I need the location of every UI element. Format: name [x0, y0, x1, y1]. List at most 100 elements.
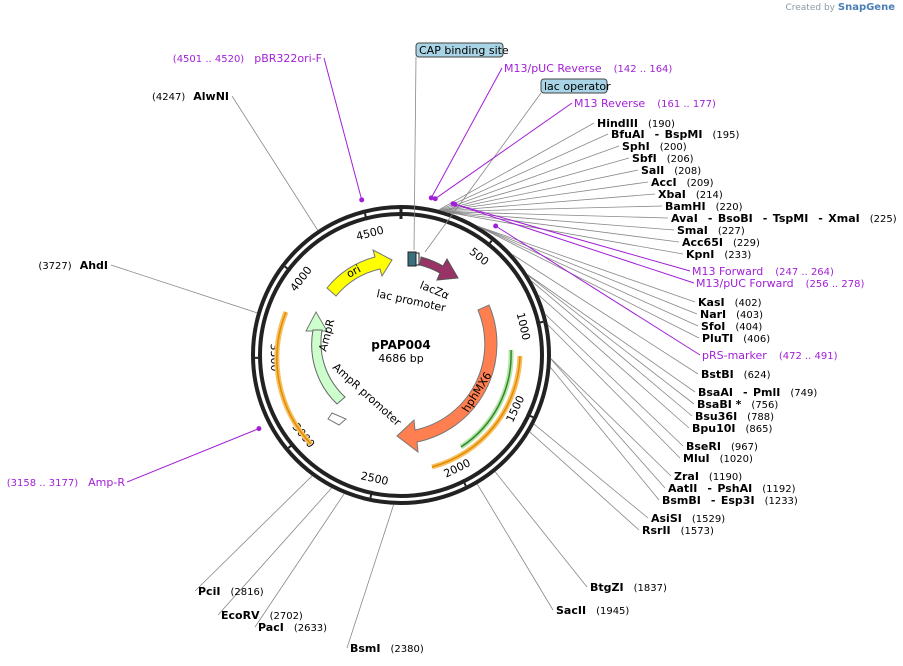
primer-site-marker [432, 196, 438, 202]
enzyme-position: (865) [746, 424, 773, 435]
snapgene-credit: Created by SnapGene [785, 2, 895, 13]
enzyme-leader-line [217, 487, 332, 616]
enzyme-name: PciI [198, 585, 220, 598]
enzyme-leader-line [445, 211, 675, 231]
enzyme-position: (214) [696, 190, 723, 201]
enzyme-leader-line [494, 471, 588, 588]
enzyme-name: EcoRV [221, 609, 260, 622]
enzyme-position: (1233) [765, 496, 798, 507]
enzyme-position: (206) [667, 154, 694, 165]
enzyme-leader-line [444, 205, 663, 212]
primer-name: pRS-marker [702, 349, 767, 362]
enzyme-position: (195) [712, 130, 739, 141]
enzyme-name: AhdI [80, 259, 108, 272]
enzyme-position: (1529) [692, 514, 725, 525]
enzyme-position: (756) [751, 400, 778, 411]
tick-mark [287, 442, 295, 449]
enzyme-position: (406) [743, 334, 770, 345]
primer-leader-line [430, 67, 503, 199]
enzyme-leader-line [527, 274, 696, 393]
enzyme-leader-line [478, 226, 700, 339]
primer-position: (142 .. 164) [614, 64, 673, 75]
enzyme-separator: - [707, 482, 712, 495]
credit-text: Created by [785, 3, 835, 13]
enzyme-position: (2380) [391, 644, 424, 655]
enzyme-name: Acc65I [682, 236, 723, 249]
orange-arrow-left [276, 311, 312, 445]
tick-mark [284, 265, 292, 272]
cap-binding-site-label: CAP binding site [419, 44, 509, 57]
enzyme-leader-line [512, 254, 699, 375]
enzyme-name: PacI [258, 621, 284, 634]
enzyme-leader-line [442, 169, 639, 212]
enzyme-name: BseRI [686, 440, 721, 453]
enzyme-name: SalI [641, 164, 664, 177]
enzyme-name: AccI [651, 176, 677, 189]
enzyme-position: (3727) [38, 261, 71, 272]
enzyme-position: (1837) [634, 583, 667, 594]
plasmid-name: pPAP004 [371, 338, 430, 352]
enzyme-name: AlwNI [193, 90, 229, 103]
enzyme-position: (1190) [709, 472, 742, 483]
enzyme-name: BsoBI [718, 212, 753, 225]
enzyme-name: RsrII [642, 524, 671, 537]
enzyme-leader-line [547, 324, 681, 459]
feature-label-ori: ori [344, 262, 363, 280]
primer-name: pBR322ori-F [254, 52, 322, 65]
enzyme-name: BsmI [350, 642, 381, 655]
tick-label: 1000 [514, 311, 533, 341]
enzyme-position: (208) [674, 166, 701, 177]
primer-leader-line [323, 57, 363, 201]
primer-site-marker [428, 195, 434, 201]
enzyme-leader-line [438, 122, 595, 211]
enzyme-leader-line [550, 358, 672, 477]
primer-site-marker [452, 201, 458, 207]
brand-logo-text: SnapGene [837, 2, 895, 13]
enzyme-position: (1573) [681, 526, 714, 537]
primer-position: (472 .. 491) [779, 351, 838, 362]
lac-operator-leader [424, 92, 542, 253]
enzyme-position: (233) [724, 250, 751, 261]
primer-track-orange-left [274, 311, 313, 446]
green-arrow [460, 349, 512, 448]
primer-position: (161 .. 177) [657, 99, 716, 110]
enzyme-leader-line [439, 133, 609, 211]
primer-leader-line [434, 102, 573, 200]
enzyme-leader-line [231, 95, 319, 231]
enzyme-leader-line [531, 280, 693, 417]
primer-position: (3158 .. 3177) [7, 478, 79, 489]
enzyme-position: (1192) [762, 484, 795, 495]
ampr-promoter-arrow [327, 412, 347, 426]
enzyme-name: ZraI [674, 470, 699, 483]
enzyme-leader-line [545, 314, 684, 447]
primer-leader-line [495, 225, 701, 356]
enzyme-name: HindIII [597, 117, 638, 130]
enzyme-name: NarI [700, 308, 726, 321]
enzyme-labels: HindIII(190)BfuAI-BspMI(195)SphI(200)Sbf… [38, 90, 896, 655]
enzyme-position: (967) [731, 442, 758, 453]
enzyme-name: SacII [556, 604, 586, 617]
enzyme-leader-line [445, 211, 669, 219]
enzyme-position: (200) [660, 142, 687, 153]
plasmid-length: 4686 bp [378, 352, 423, 365]
enzyme-position: (225) [870, 214, 897, 225]
enzyme-position: (624) [744, 370, 771, 381]
primer-name: M13 Reverse [574, 97, 645, 110]
enzyme-position: (788) [747, 412, 774, 423]
enzyme-separator: - [818, 212, 823, 225]
tick-mark [363, 213, 368, 221]
enzyme-leader-line [442, 181, 649, 212]
enzyme-name: BsmBI [662, 494, 701, 507]
enzyme-position: (229) [733, 238, 760, 249]
enzyme-name: PshAI [717, 482, 752, 495]
enzyme-leader-line [476, 483, 554, 611]
enzyme-name: BspMI [665, 128, 703, 141]
enzyme-leader-line [478, 226, 698, 315]
enzyme-leader-line [478, 226, 699, 327]
primer-site-marker [359, 197, 365, 203]
cap-site-block [415, 252, 420, 266]
enzyme-position: (404) [735, 322, 762, 333]
enzyme-position: (2816) [230, 587, 263, 598]
primer-leader-line [452, 203, 691, 272]
